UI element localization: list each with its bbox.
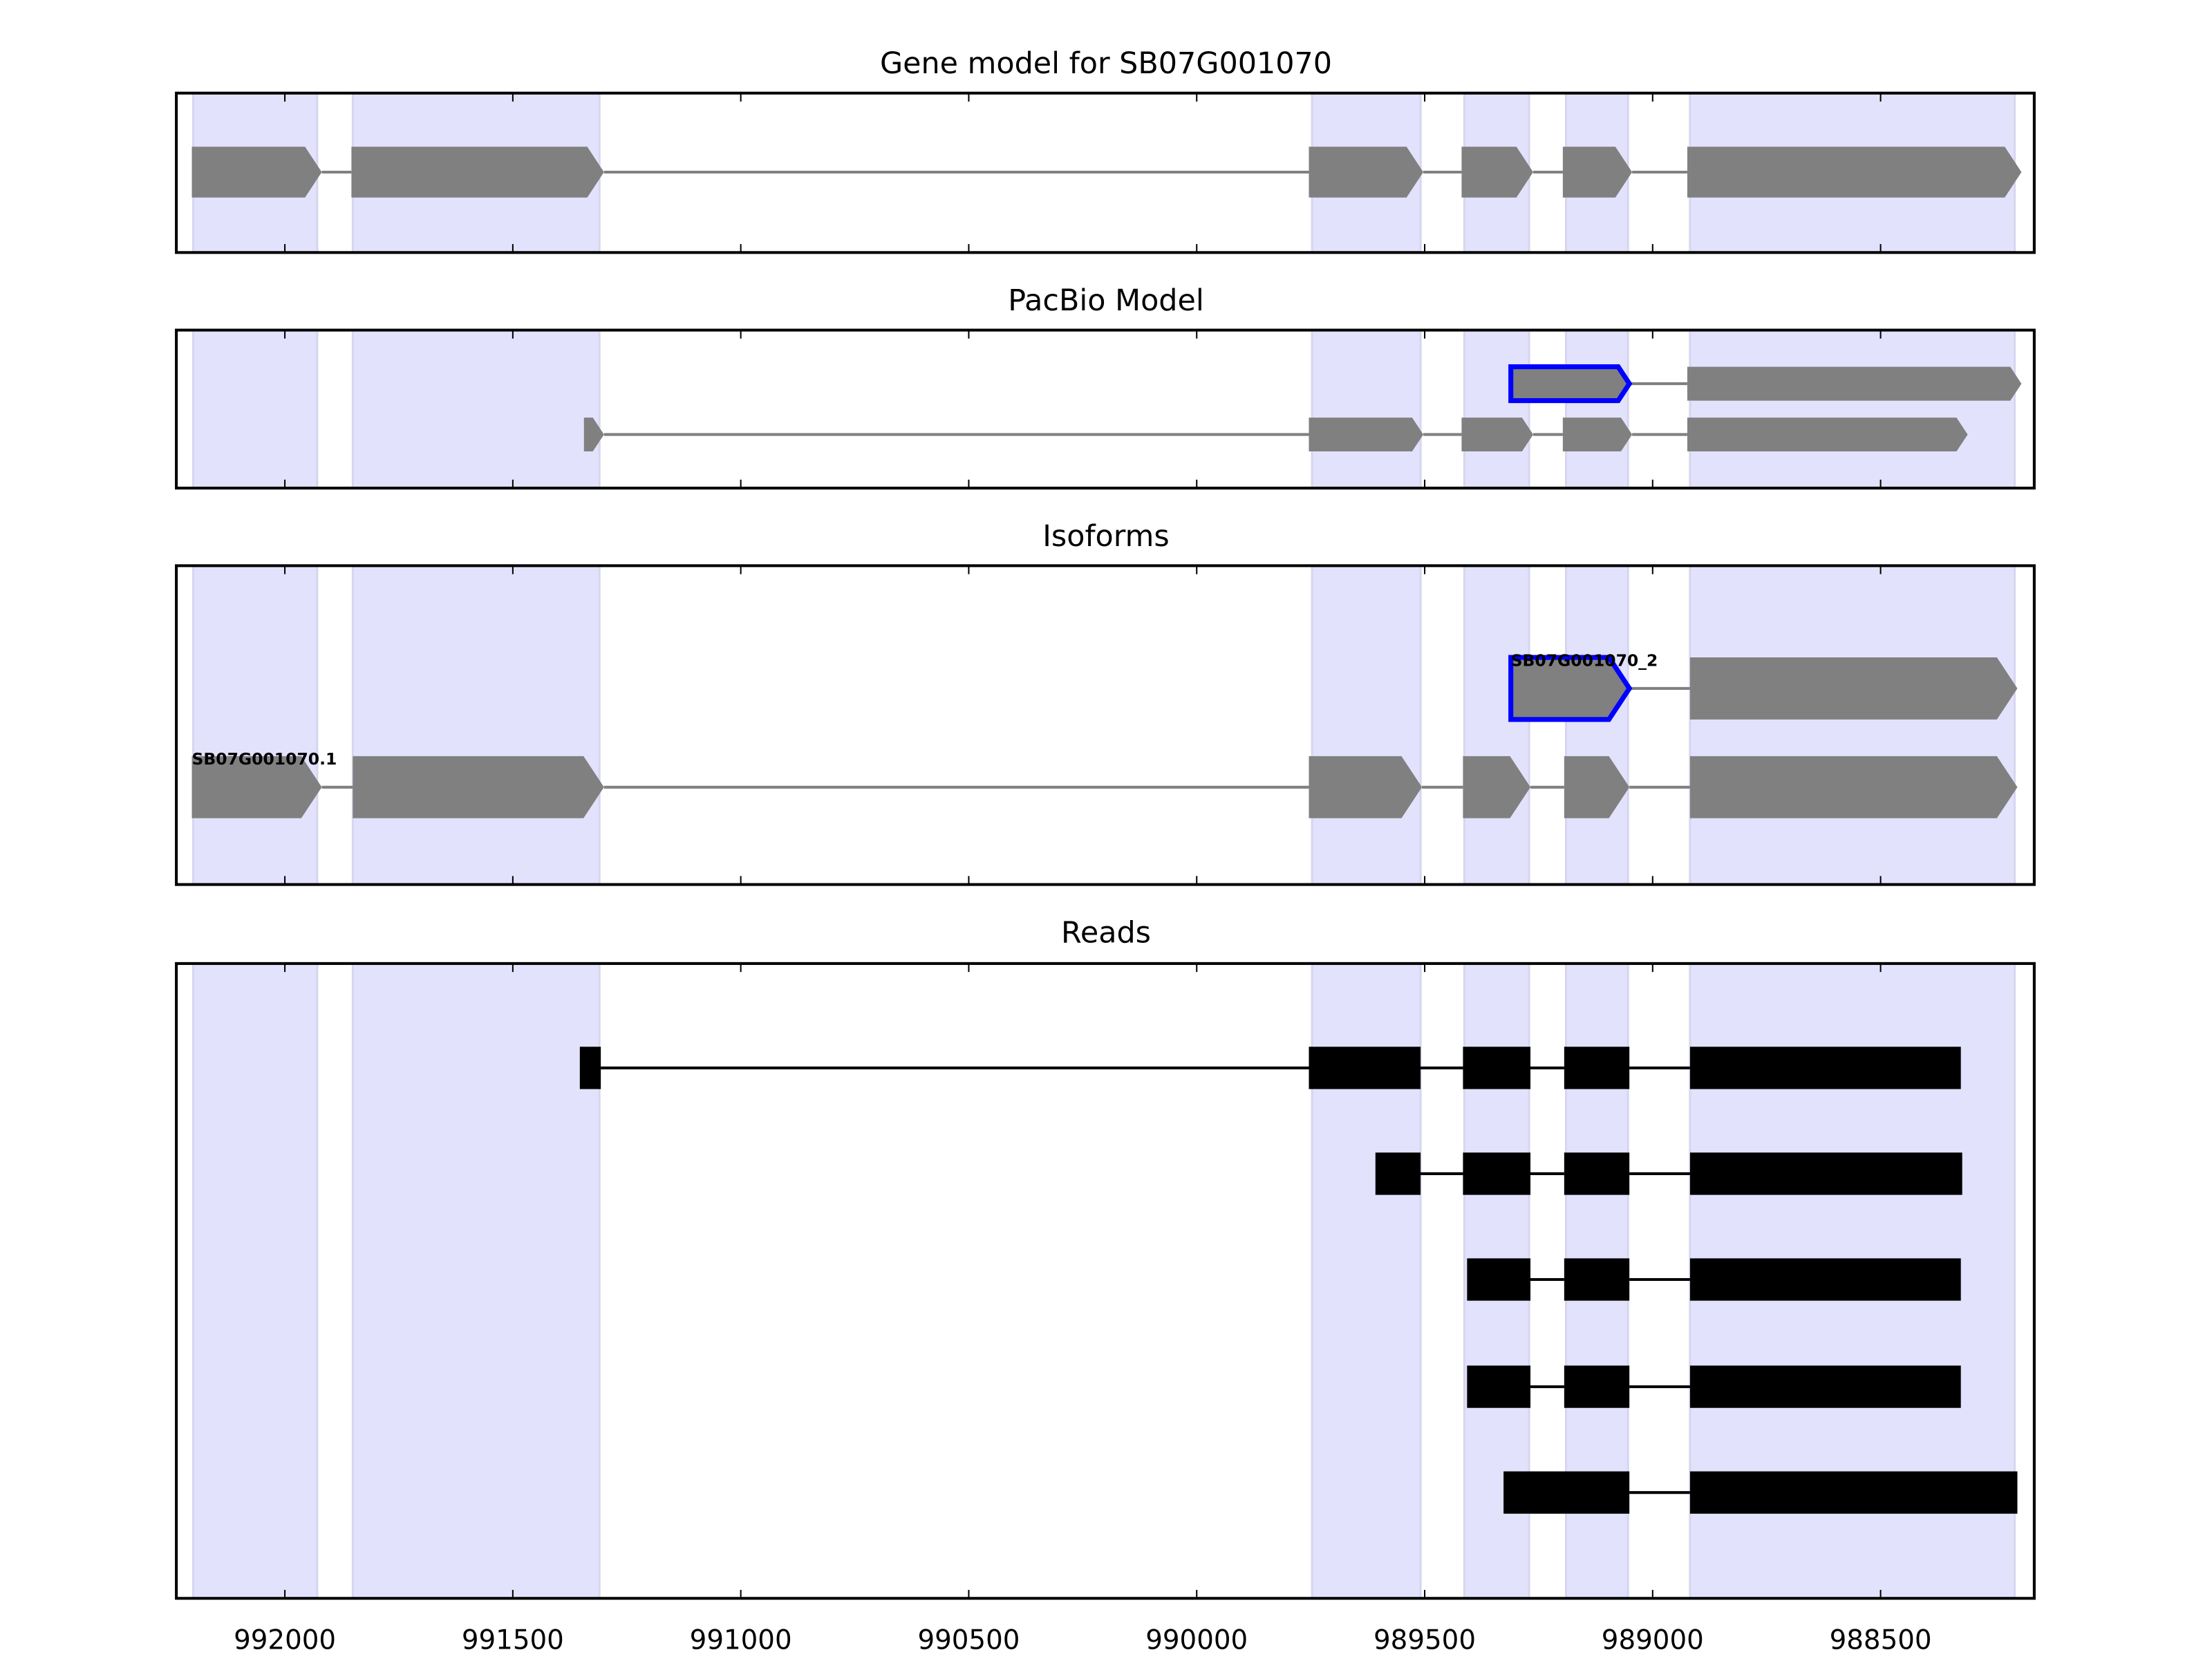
- x-tick-label: 991500: [462, 1625, 564, 1656]
- x-tick-label: 992000: [234, 1625, 336, 1656]
- exon-shaded-region: [351, 564, 601, 886]
- isoform-label: SB07G001070.1: [192, 749, 337, 769]
- exon-shaded-region: [1311, 564, 1422, 886]
- exon-arrow: [1461, 418, 1533, 452]
- exon-shaded-region: [1463, 329, 1530, 489]
- x-tick-label: 989500: [1374, 1625, 1476, 1656]
- exon-shaded-region: [1689, 329, 2016, 489]
- exon-arrow: [1689, 756, 2018, 818]
- exon-arrow: [353, 756, 604, 818]
- exon-arrow: [351, 147, 604, 198]
- panel-title: Reads: [1061, 915, 1151, 950]
- exon-shaded-region: [1689, 564, 2016, 886]
- x-tick-label: 990000: [1145, 1625, 1248, 1656]
- highlighted-exon-arrow: [1508, 655, 1633, 722]
- read-block: [1463, 1152, 1531, 1195]
- exon-arrow: [1461, 147, 1533, 198]
- read-block: [1467, 1258, 1531, 1301]
- axes-frame: [175, 564, 2036, 886]
- exon-arrow: [1309, 756, 1423, 818]
- exon-arrow: [1463, 756, 1531, 818]
- read-block: [1689, 1152, 1962, 1195]
- x-tick-label: 988500: [1830, 1625, 1932, 1656]
- exon-shaded-region: [1564, 564, 1629, 886]
- exon-arrow: [191, 147, 322, 198]
- exon-arrow: [1562, 418, 1633, 452]
- exon-arrow: [1689, 657, 2018, 720]
- exon-arrow: [1687, 366, 2022, 401]
- exon-shaded-region: [191, 564, 319, 886]
- read-block: [1463, 1047, 1531, 1089]
- exon-arrow: [1309, 147, 1424, 198]
- exon-arrow: [191, 756, 322, 818]
- exon-shaded-region: [191, 962, 319, 1600]
- read-block: [1467, 1365, 1531, 1408]
- exon-arrow: [1687, 147, 2022, 198]
- axes-frame: [175, 962, 2036, 1600]
- exon-arrow: [583, 418, 604, 452]
- read-block: [1564, 1365, 1630, 1408]
- highlighted-exon-arrow: [1508, 364, 1633, 404]
- read-block: [1689, 1365, 1961, 1408]
- exon-shaded-region: [351, 962, 601, 1600]
- read-block: [1375, 1152, 1421, 1195]
- read-block: [1564, 1152, 1630, 1195]
- x-tick-label: 991000: [690, 1625, 792, 1656]
- x-tick-label: 989000: [1602, 1625, 1704, 1656]
- x-tick-label: 990500: [917, 1625, 1020, 1656]
- panel-title: PacBio Model: [1008, 283, 1203, 318]
- exon-shaded-region: [1463, 564, 1530, 886]
- exon-arrow: [1564, 756, 1630, 818]
- panel-title: Gene model for SB07G001070: [880, 46, 1332, 81]
- read-block: [1564, 1258, 1630, 1301]
- read-block: [1689, 1047, 1961, 1089]
- exon-shaded-region: [1311, 329, 1422, 489]
- read-block: [1564, 1047, 1630, 1089]
- read-block: [1689, 1258, 1961, 1301]
- exon-shaded-region: [191, 329, 319, 489]
- isoform-label: SB07G001070_2: [1511, 650, 1658, 670]
- panel-title: Isoforms: [1042, 519, 1169, 554]
- exon-shaded-region: [1564, 329, 1629, 489]
- exon-arrow: [1562, 147, 1633, 198]
- exon-arrow: [1687, 418, 1968, 452]
- read-block: [1503, 1471, 1630, 1514]
- exon-arrow: [1309, 418, 1424, 452]
- axes-frame: [175, 328, 2036, 490]
- read-block: [1309, 1047, 1421, 1089]
- axes-frame: [175, 91, 2036, 254]
- read-block: [1689, 1471, 2018, 1514]
- exon-shaded-region: [351, 329, 601, 489]
- read-block: [579, 1047, 601, 1089]
